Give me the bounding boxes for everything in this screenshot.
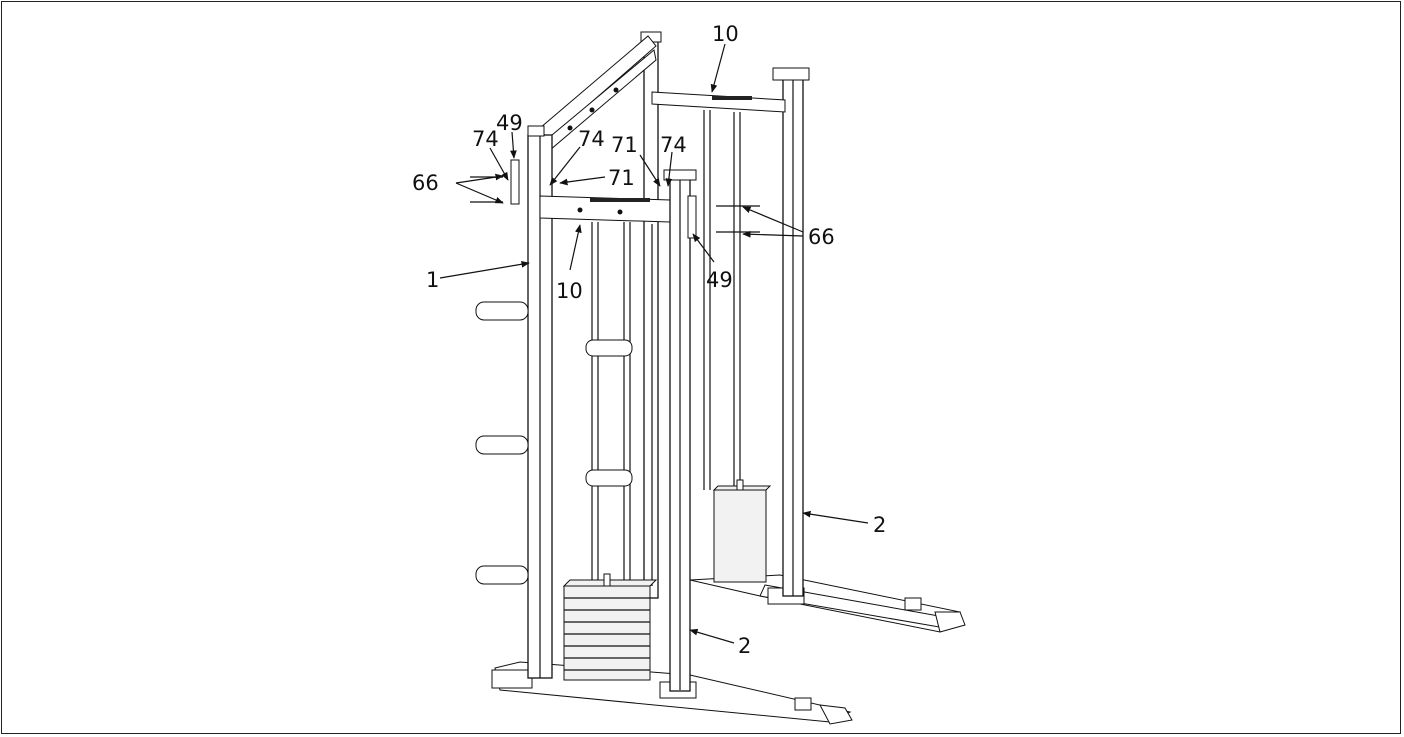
loose-hardware-right xyxy=(687,195,760,239)
rear-weight-stack xyxy=(712,479,772,583)
callout-66-left: 66 xyxy=(412,171,439,195)
front-left-upright xyxy=(527,125,553,679)
callout-71-upper: 71 xyxy=(611,133,638,157)
front-crossbar xyxy=(539,195,671,223)
callout-49-left: 49 xyxy=(496,111,523,135)
callout-2-rear: 2 xyxy=(873,513,886,537)
callout-2-front: 2 xyxy=(738,634,751,658)
callout-49-right: 49 xyxy=(706,268,733,292)
callout-1: 1 xyxy=(426,268,439,292)
front-frame xyxy=(475,125,853,725)
callout-66-right: 66 xyxy=(808,225,835,249)
callout-10-front: 10 xyxy=(556,279,583,303)
rear-right-upright xyxy=(772,67,810,597)
callout-labels: 10 49 74 74 71 74 71 66 66 49 1 10 2 2 xyxy=(412,22,886,658)
callout-10-rear: 10 xyxy=(712,22,739,46)
rear-crossbar xyxy=(651,91,786,113)
callout-71-center: 71 xyxy=(608,166,635,190)
callout-74-center: 74 xyxy=(578,127,605,151)
leader-lines xyxy=(439,43,869,644)
rear-left-upright xyxy=(643,37,659,599)
callout-74-right: 74 xyxy=(660,133,687,157)
callout-74-left: 74 xyxy=(472,127,499,151)
front-weight-stack xyxy=(562,573,658,681)
plate-horns-left xyxy=(475,301,529,585)
loose-hardware-left xyxy=(470,159,520,205)
plate-horns-center xyxy=(585,339,633,487)
front-right-upright xyxy=(663,169,697,692)
rear-base xyxy=(689,574,966,633)
